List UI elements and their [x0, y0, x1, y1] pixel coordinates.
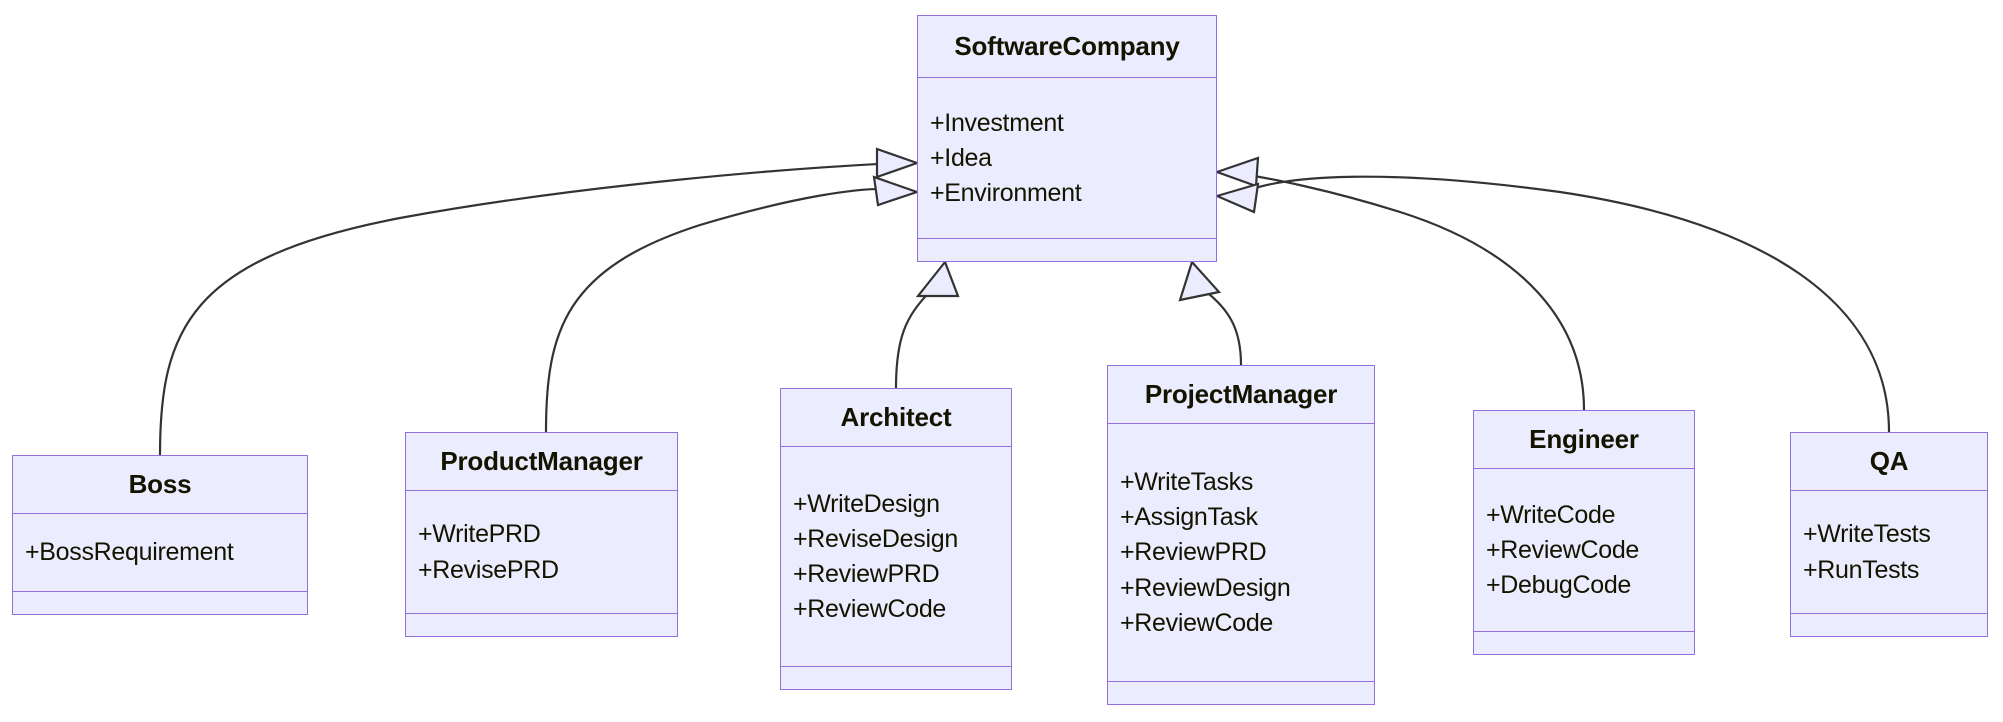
uml-class-engineer[interactable]: Engineer +WriteCode +ReviewCode +DebugCo… — [1473, 410, 1695, 655]
class-name-qa: QA — [1791, 433, 1987, 491]
attribute: +RunTests — [1803, 555, 1920, 584]
edge-architect-to-softwarecompany — [894, 259, 960, 389]
attribute: +RevisePRD — [418, 555, 559, 584]
class-name-engineer: Engineer — [1474, 411, 1694, 469]
class-name-architect: Architect — [781, 389, 1011, 447]
uml-class-project-manager[interactable]: ProjectManager +WriteTasks +AssignTask +… — [1107, 365, 1375, 705]
attribute: +Idea — [930, 143, 992, 172]
class-name-boss: Boss — [13, 456, 307, 514]
class-attributes-software-company: +Investment +Idea +Environment — [918, 78, 1216, 239]
attribute: +ReviewCode — [793, 595, 947, 624]
class-attributes-qa: +WriteTests +RunTests — [1791, 491, 1987, 614]
uml-class-boss[interactable]: Boss +BossRequirement — [12, 455, 308, 615]
class-methods-qa — [1791, 614, 1987, 636]
attribute: +ReviewPRD — [793, 560, 940, 588]
attribute: +WritePRD — [418, 520, 541, 549]
class-methods-product-manager — [406, 614, 677, 636]
class-name-product-manager: ProductManager — [406, 433, 677, 491]
class-attributes-engineer: +WriteCode +ReviewCode +DebugCode — [1474, 469, 1694, 632]
class-methods-project-manager — [1108, 682, 1374, 704]
uml-class-software-company[interactable]: SoftwareCompany +Investment +Idea +Envir… — [917, 15, 1217, 262]
edge-projectmanager-to-softwarecompany — [1178, 259, 1243, 366]
class-methods-boss — [13, 592, 307, 614]
attribute: +AssignTask — [1120, 503, 1258, 532]
class-methods-software-company — [918, 239, 1216, 261]
class-name-software-company: SoftwareCompany — [918, 16, 1216, 78]
attribute: +WriteTasks — [1120, 467, 1254, 496]
attribute: +DebugCode — [1486, 571, 1632, 600]
uml-class-architect[interactable]: Architect +WriteDesign +ReviseDesign +Re… — [780, 388, 1012, 690]
attribute: +ReviewDesign — [1120, 573, 1291, 602]
class-methods-architect — [781, 667, 1011, 689]
uml-class-product-manager[interactable]: ProductManager +WritePRD +RevisePRD — [405, 432, 678, 637]
attribute: +WriteDesign — [793, 489, 940, 518]
class-attributes-architect: +WriteDesign +ReviseDesign +ReviewPRD +R… — [781, 447, 1011, 667]
attribute: +BossRequirement — [25, 538, 234, 567]
attribute: +ReviseDesign — [793, 524, 958, 553]
attribute: +Investment — [930, 108, 1064, 137]
uml-class-qa[interactable]: QA +WriteTests +RunTests — [1790, 432, 1988, 637]
attribute: +ReviewCode — [1120, 608, 1274, 637]
class-attributes-product-manager: +WritePRD +RevisePRD — [406, 491, 677, 614]
class-attributes-boss: +BossRequirement — [13, 514, 307, 592]
attribute: +ReviewCode — [1486, 535, 1640, 564]
attribute: +Environment — [930, 179, 1082, 208]
class-methods-engineer — [1474, 632, 1694, 654]
attribute: +WriteTests — [1803, 520, 1931, 549]
class-attributes-project-manager: +WriteTasks +AssignTask +ReviewPRD +Revi… — [1108, 424, 1374, 682]
class-name-project-manager: ProjectManager — [1108, 366, 1374, 424]
attribute: +ReviewPRD — [1120, 538, 1267, 567]
attribute: +WriteCode — [1486, 500, 1616, 529]
